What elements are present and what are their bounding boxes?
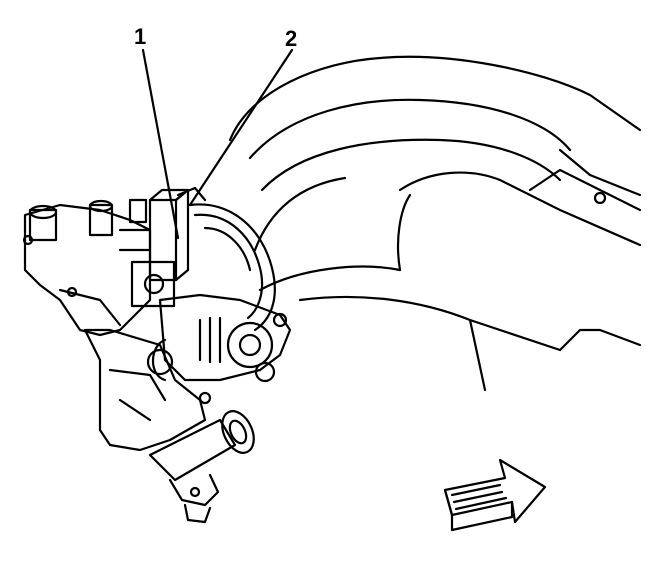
- pump-housing: [22, 198, 152, 337]
- direction-arrow-icon: [443, 458, 547, 532]
- leader-line-2: [188, 48, 294, 207]
- leader-line-1: [141, 48, 180, 240]
- component-2: [176, 186, 276, 332]
- callout-label-1: 1: [134, 24, 147, 49]
- outlet-pipe: [148, 410, 255, 524]
- callout-label-2: 2: [285, 26, 298, 51]
- gear-assembly: [146, 293, 292, 383]
- air-duct: [228, 55, 642, 392]
- component-1: [118, 188, 190, 308]
- lower-housing: [83, 328, 212, 452]
